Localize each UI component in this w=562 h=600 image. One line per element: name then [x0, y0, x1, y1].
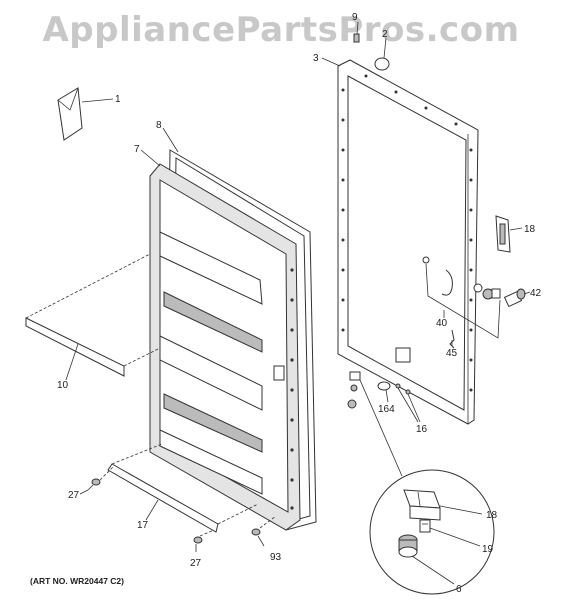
part-outer-door[interactable]: [337, 59, 479, 425]
detail-view-circle: [369, 469, 495, 595]
part-screws-16[interactable]: [395, 383, 411, 395]
part-plug-2[interactable]: [374, 57, 390, 71]
part-hinge-bracket[interactable]: [403, 489, 441, 521]
part-handle[interactable]: [495, 215, 511, 253]
callout-1: 1: [115, 94, 121, 105]
callout-7: 7: [134, 144, 140, 155]
callout-3: 3: [313, 53, 319, 64]
part-latch-assembly[interactable]: [422, 256, 501, 300]
part-shelf-bar[interactable]: [25, 317, 125, 377]
callout-19: 19: [482, 544, 494, 555]
part-lock-cylinder[interactable]: [503, 288, 526, 308]
callout-17: 17: [137, 520, 149, 531]
part-screw-27-upper[interactable]: [87, 478, 101, 491]
outer-door-screw-holes: [341, 74, 473, 392]
callout-16: 16: [416, 424, 428, 435]
part-screw-93[interactable]: [251, 528, 265, 547]
callout-6: 6: [456, 584, 462, 595]
part-manual-envelope[interactable]: [57, 87, 83, 141]
callout-27a: 27: [68, 490, 80, 501]
callout-93: 93: [270, 552, 282, 563]
callout-45: 45: [446, 348, 458, 359]
door-screw-holes: [290, 268, 294, 510]
part-plug-9[interactable]: [353, 33, 360, 43]
part-plug-164[interactable]: [377, 381, 391, 391]
part-screw-19[interactable]: [419, 519, 431, 533]
callout-10: 10: [57, 380, 69, 391]
part-bottom-bar[interactable]: [107, 463, 219, 533]
callout-40: 40: [436, 318, 448, 329]
callout-9: 9: [352, 12, 358, 23]
art-number: (ART NO. WR20447 C2): [30, 576, 124, 586]
part-screw-27-lower[interactable]: [193, 536, 203, 552]
callout-27b: 27: [190, 558, 202, 569]
callout-18b: 18: [486, 510, 498, 521]
part-hinge-small[interactable]: [347, 371, 361, 409]
callout-2: 2: [382, 29, 388, 40]
watermark-logo: AppliancePartsPros.com: [42, 10, 520, 50]
callout-42: 42: [530, 288, 542, 299]
callout-8: 8: [156, 120, 162, 131]
callout-18a: 18: [524, 224, 536, 235]
part-bushing-6[interactable]: [398, 534, 418, 558]
part-door-liner[interactable]: [149, 163, 301, 531]
callout-164: 164: [378, 404, 395, 415]
